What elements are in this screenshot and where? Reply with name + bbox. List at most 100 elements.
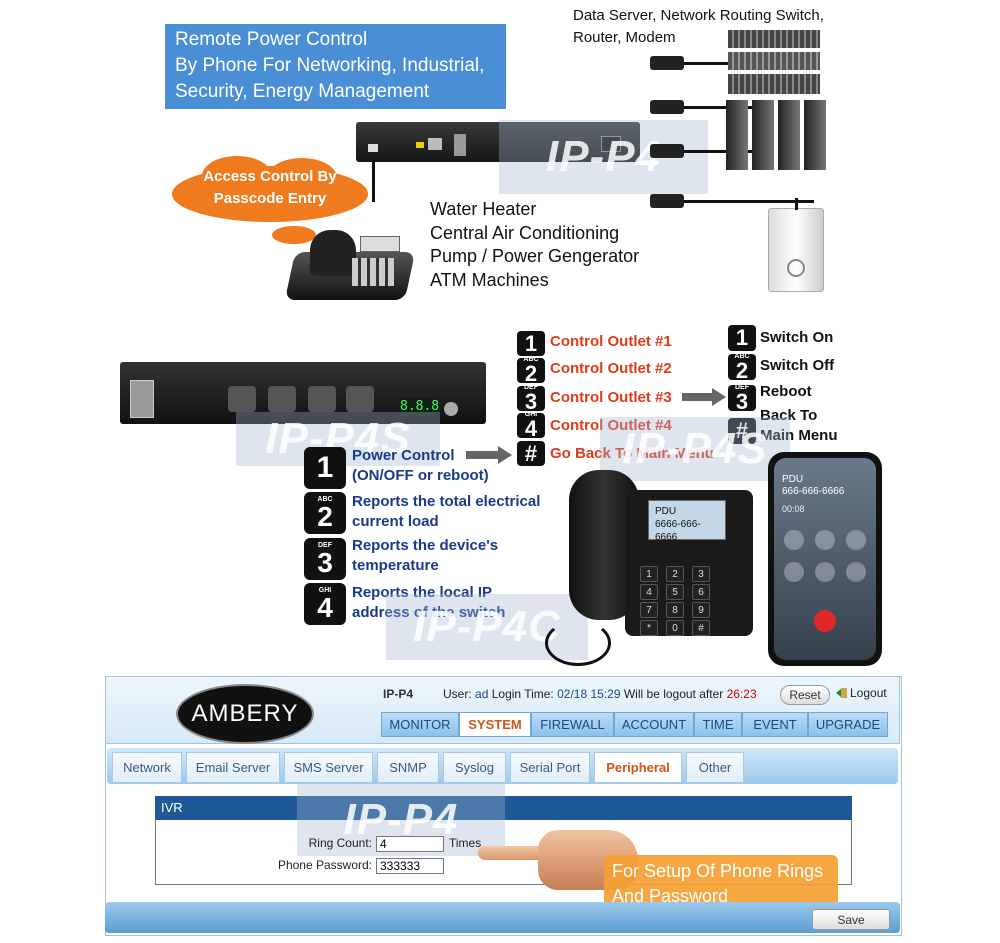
- desk-phone-image: [284, 222, 416, 300]
- dial-key-6: 6: [692, 584, 710, 600]
- pdu-device: 8.8.8: [120, 362, 486, 424]
- tab-system[interactable]: SYSTEM: [459, 712, 531, 737]
- appliance-1: Water Heater: [430, 199, 537, 219]
- cloud-puff: [272, 226, 316, 244]
- keypad-icon: [815, 530, 835, 550]
- key-1-main: 1: [304, 447, 346, 489]
- menu-2-line-1: Reports the total electrical: [352, 493, 541, 510]
- ring-count-label: Ring Count:: [308, 836, 372, 850]
- cable-line: [372, 162, 375, 202]
- tab-time[interactable]: TIME: [694, 712, 742, 737]
- facetime-icon: [815, 562, 835, 582]
- tab-event[interactable]: EVENT: [742, 712, 808, 737]
- save-button[interactable]: Save: [812, 909, 890, 930]
- arrow-right-icon: [682, 388, 726, 411]
- power-cords: [650, 50, 814, 210]
- switch-off-label: Switch Off: [760, 357, 835, 374]
- key-hash-outlet: #: [517, 441, 545, 466]
- menu-1-line-1: Power Control: [352, 447, 455, 464]
- ivr-section-title: IVR: [155, 796, 852, 820]
- subtab-email-server[interactable]: Email Server: [186, 752, 280, 783]
- dial-key-7: 7: [640, 602, 658, 618]
- session-info: User: ad Login Time: 02/18 15:29 Will be…: [443, 687, 757, 701]
- pdu-button: [444, 402, 458, 416]
- subtab-other[interactable]: Other: [686, 752, 744, 783]
- devices-caption-line-2: Router, Modem: [573, 29, 676, 46]
- subtab-sms-server[interactable]: SMS Server: [284, 752, 373, 783]
- outlet-menu-4: Control Outlet #4: [550, 417, 672, 434]
- subtab-serial-port[interactable]: Serial Port: [510, 752, 590, 783]
- phone-password-input[interactable]: [376, 858, 444, 874]
- led-indicator: [416, 142, 424, 148]
- appliance-3: Pump / Power Gengerator: [430, 246, 640, 266]
- subtab-network[interactable]: Network: [112, 752, 182, 783]
- audio-icon: [846, 530, 866, 550]
- dial-key-star: *: [640, 620, 658, 636]
- menu-local-ip: Reports the local IP address of the swit…: [352, 583, 505, 623]
- cloud-line-1: Access Control By: [203, 168, 337, 185]
- key-1-outlet: 1: [517, 331, 545, 356]
- heater-cord: [795, 198, 798, 210]
- tab-upgrade[interactable]: UPGRADE: [808, 712, 888, 737]
- tab-monitor[interactable]: MONITOR: [381, 712, 459, 737]
- title-line-1: Remote Power Control: [175, 29, 368, 50]
- dial-key-3: 3: [692, 566, 710, 582]
- watermark-top: IP-P4: [499, 120, 708, 194]
- network-switch-image: [728, 30, 820, 96]
- outlet-4: [228, 386, 256, 412]
- mobile-call-timer: 00:08: [782, 504, 805, 514]
- outlet-2: [308, 386, 336, 412]
- ethernet-port: [428, 138, 442, 150]
- mobile-phone-image: PDU 666-666-6666 00:08: [768, 452, 882, 666]
- outlet-3: [268, 386, 296, 412]
- ambery-logo: AMBERY: [176, 684, 314, 744]
- water-heater-image: [768, 208, 824, 292]
- power-switch: [130, 380, 154, 418]
- phone-screen-line-2: 6666-666-6666: [655, 519, 701, 543]
- footer-bar: [105, 902, 900, 933]
- devices-caption-line-1: Data Server, Network Routing Switch,: [573, 7, 824, 24]
- title-banner: Remote Power Control By Phone For Networ…: [165, 24, 506, 109]
- dial-key-9: 9: [692, 602, 710, 618]
- subtab-peripheral[interactable]: Peripheral: [594, 752, 682, 783]
- arrow-right-icon: [466, 446, 512, 469]
- menu-3-line-1: Reports the device's: [352, 537, 499, 554]
- mobile-caller-number: 666-666-6666: [782, 486, 845, 497]
- callout-line-2: And Password: [612, 886, 729, 906]
- appliance-4: ATM Machines: [430, 269, 549, 290]
- countdown: 26:23: [726, 687, 757, 701]
- rj11-port: [368, 144, 378, 152]
- dial-key-1: 1: [640, 566, 658, 582]
- reset-button[interactable]: Reset: [780, 685, 830, 705]
- title-line-3: Security, Energy Management: [175, 81, 430, 102]
- phone-password-label: Phone Password:: [277, 858, 372, 872]
- login-label: Login Time:: [491, 687, 554, 701]
- access-control-cloud: Access Control By Passcode Entry: [172, 156, 368, 222]
- switch-on-label: Switch On: [760, 329, 834, 346]
- add-call-icon: [784, 562, 804, 582]
- outlet-1: [346, 386, 374, 412]
- logout-button[interactable]: Logout: [836, 686, 887, 700]
- menu-power-control: Power Control (ON/OFF or reboot): [352, 446, 489, 486]
- phone-screen-line-1: PDU: [655, 506, 677, 517]
- dial-key-8: 8: [666, 602, 684, 618]
- menu-4-line-1: Reports the local IP: [352, 584, 493, 601]
- subtab-snmp[interactable]: SNMP: [377, 752, 439, 783]
- key-hash-switch: #: [728, 418, 756, 444]
- logout-label: Will be logout after: [623, 687, 724, 701]
- key-1-switch: 1: [728, 325, 756, 351]
- tab-account[interactable]: ACCOUNT: [614, 712, 694, 737]
- appliance-2: Central Air Conditioning: [430, 222, 620, 243]
- watermark-right: IP-P4S: [600, 417, 790, 481]
- server-rack-image: [726, 100, 828, 170]
- devices-caption: Data Server, Network Routing Switch, Rou…: [573, 5, 824, 49]
- logout-label: Logout: [850, 686, 887, 700]
- ring-count-input[interactable]: [376, 836, 444, 852]
- tab-firewall[interactable]: FIREWALL: [531, 712, 614, 737]
- subtab-syslog[interactable]: Syslog: [443, 752, 506, 783]
